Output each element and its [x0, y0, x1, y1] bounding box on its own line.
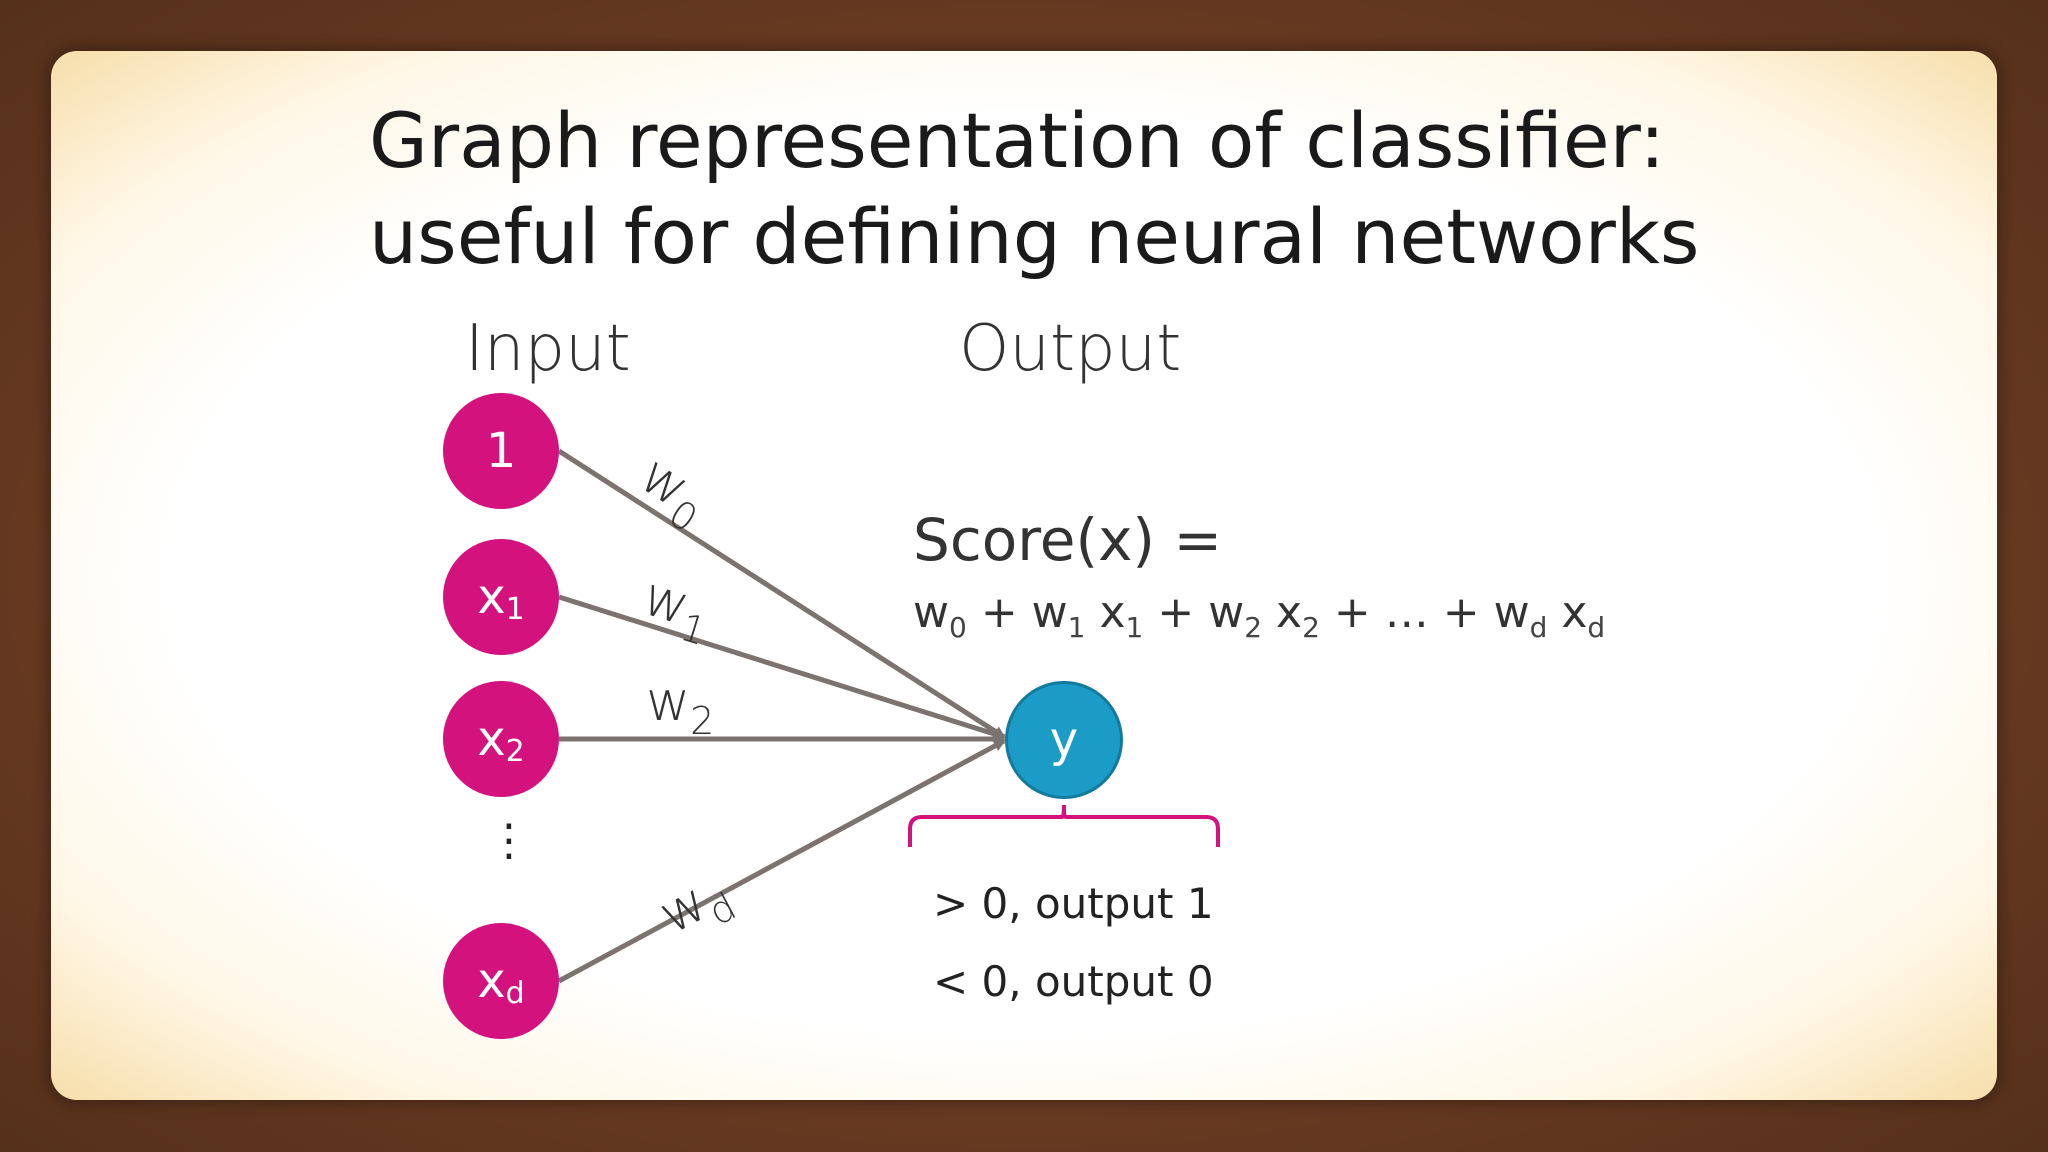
- score-formula: w0 + w1 x1 + w2 x2 + … + wd xd: [913, 591, 1605, 642]
- slide: Graph representation of classifier: usef…: [51, 51, 1997, 1100]
- x1-node-base: x: [477, 569, 506, 625]
- formula-x2: x: [1262, 587, 1303, 638]
- formula-ellipsis: + … +: [1319, 587, 1494, 638]
- output-brace: [908, 804, 1220, 847]
- formula-w0-sub: 0: [949, 611, 967, 644]
- formula-plus-1: +: [966, 587, 1032, 638]
- formula-w0: w: [913, 587, 949, 638]
- output-node-y: y: [1005, 681, 1123, 799]
- x2-node-base: x: [477, 711, 506, 767]
- weight-w2: w2: [646, 675, 714, 741]
- xd-node-sub: d: [505, 975, 525, 1011]
- formula-w1-sub: 1: [1067, 611, 1086, 644]
- edge-x1-to-y: [558, 594, 1006, 740]
- bias-node-label: 1: [485, 423, 517, 479]
- formula-w2-sub: 2: [1244, 611, 1263, 644]
- bias-node: 1: [443, 393, 559, 509]
- formula-wd: w: [1493, 587, 1530, 638]
- edge-layer: [557, 448, 1220, 984]
- x1-node-sub: 1: [505, 591, 525, 627]
- formula-plus-2: +: [1143, 587, 1209, 638]
- output-node-label: y: [1049, 712, 1079, 768]
- weight-w2-base: w: [646, 670, 691, 733]
- input-header: Input: [465, 312, 631, 386]
- formula-x2-sub: 2: [1302, 611, 1320, 644]
- title-line-1: Graph representation of classifier:: [369, 96, 1666, 185]
- formula-x1: x: [1085, 587, 1126, 638]
- xd-node-base: x: [477, 953, 506, 1009]
- rule-negative: < 0, output 0: [933, 957, 1214, 1006]
- output-header: Output: [959, 312, 1182, 386]
- weight-w2-sub: 2: [690, 699, 715, 743]
- formula-xd-sub: d: [1587, 611, 1606, 644]
- edge-bias-to-y: [557, 448, 1006, 740]
- x2-node-sub: 2: [505, 733, 525, 769]
- formula-xd: x: [1547, 587, 1588, 638]
- formula-w1: w: [1031, 587, 1068, 638]
- formula-wd-sub: d: [1529, 611, 1548, 644]
- vertical-dots: ⋮: [487, 815, 531, 866]
- formula-w2: w: [1208, 587, 1245, 638]
- rule-positive: > 0, output 1: [933, 879, 1214, 928]
- formula-x1-sub: 1: [1125, 611, 1144, 644]
- score-title: Score(x) =: [913, 506, 1223, 574]
- title-line-2: useful for defining neural networks: [369, 192, 1700, 281]
- edge-xd-to-y: [557, 738, 1006, 984]
